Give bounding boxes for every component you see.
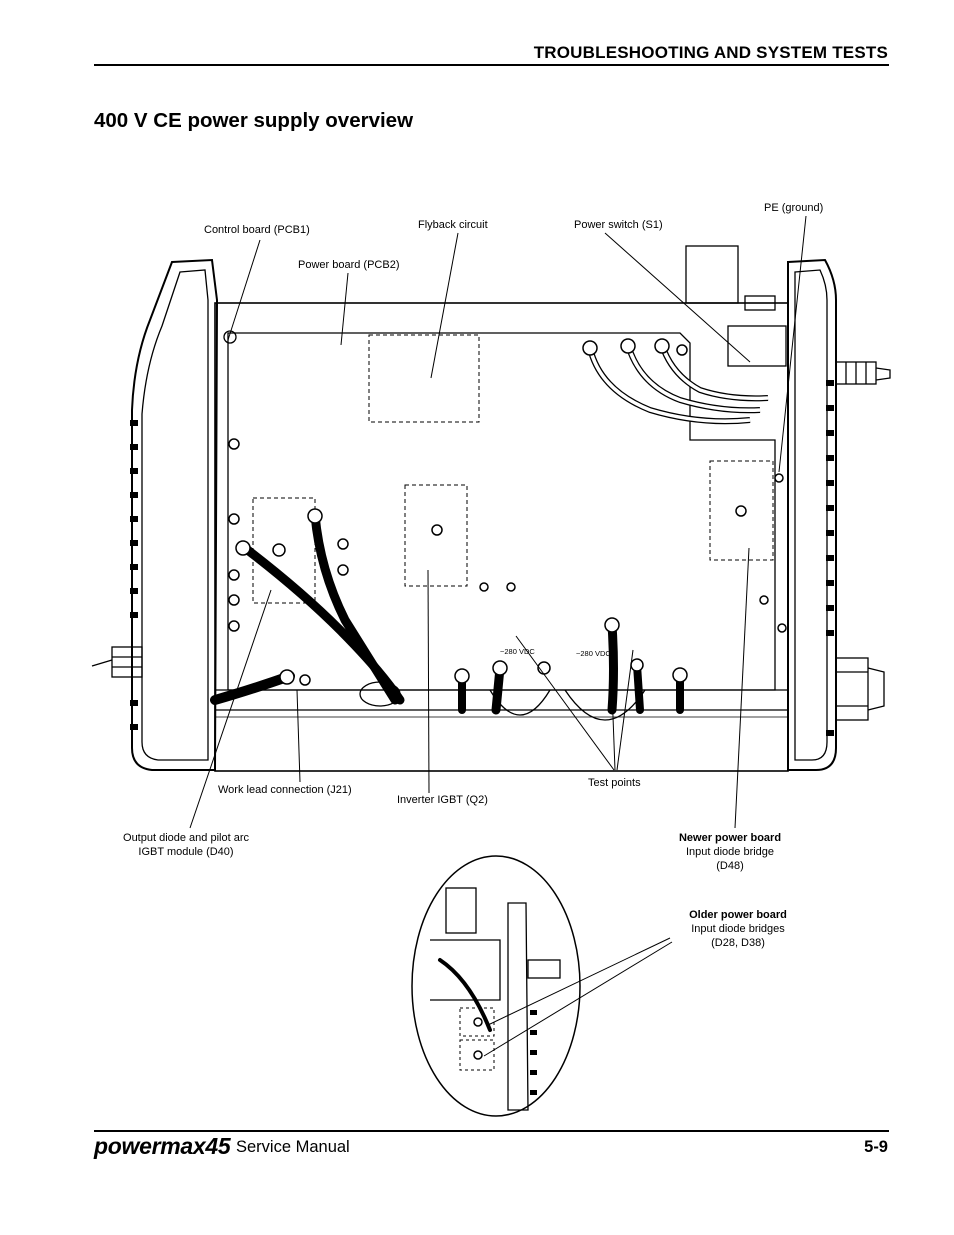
footer-rule: [94, 1130, 889, 1132]
page-title: 400 V CE power supply overview: [94, 109, 414, 132]
label-vdc-left: ~280 VDC: [500, 647, 535, 656]
label-older-power-board: Older power board Input diode bridges (D…: [689, 908, 787, 950]
label-vdc-right: ~280 VDC: [576, 649, 611, 658]
label-power-switch: Power switch (S1): [574, 219, 663, 231]
footer-manual-title: Service Manual: [236, 1138, 350, 1156]
label-flyback-circuit: Flyback circuit: [418, 219, 488, 231]
older-board-line1: Input diode bridges: [691, 923, 785, 935]
label-control-board: Control board (PCB1): [204, 224, 310, 236]
page-number: 5-9: [864, 1138, 888, 1156]
older-board-line2: (D28, D38): [711, 937, 765, 949]
label-power-board: Power board (PCB2): [298, 259, 400, 271]
output-diode-line1: Output diode and pilot arc: [123, 832, 249, 844]
label-work-lead: Work lead connection (J21): [218, 784, 352, 796]
header-rule: [94, 64, 889, 66]
label-inverter-igbt: Inverter IGBT (Q2): [397, 794, 488, 806]
output-diode-line2: IGBT module (D40): [138, 846, 234, 858]
footer-brand-logo: powermax45: [94, 1133, 231, 1159]
older-board-title: Older power board: [689, 909, 787, 921]
label-newer-power-board: Newer power board Input diode bridge (D4…: [679, 831, 781, 873]
section-header: TROUBLESHOOTING AND SYSTEM TESTS: [533, 43, 888, 62]
label-pe-ground: PE (ground): [764, 202, 824, 214]
newer-board-title: Newer power board: [678, 832, 782, 844]
label-test-points: Test points: [588, 777, 641, 789]
label-output-diode: Output diode and pilot arc IGBT module (…: [123, 831, 249, 859]
newer-board-line1: Input diode bridge: [685, 846, 775, 858]
newer-board-line2: (D48): [716, 860, 744, 872]
